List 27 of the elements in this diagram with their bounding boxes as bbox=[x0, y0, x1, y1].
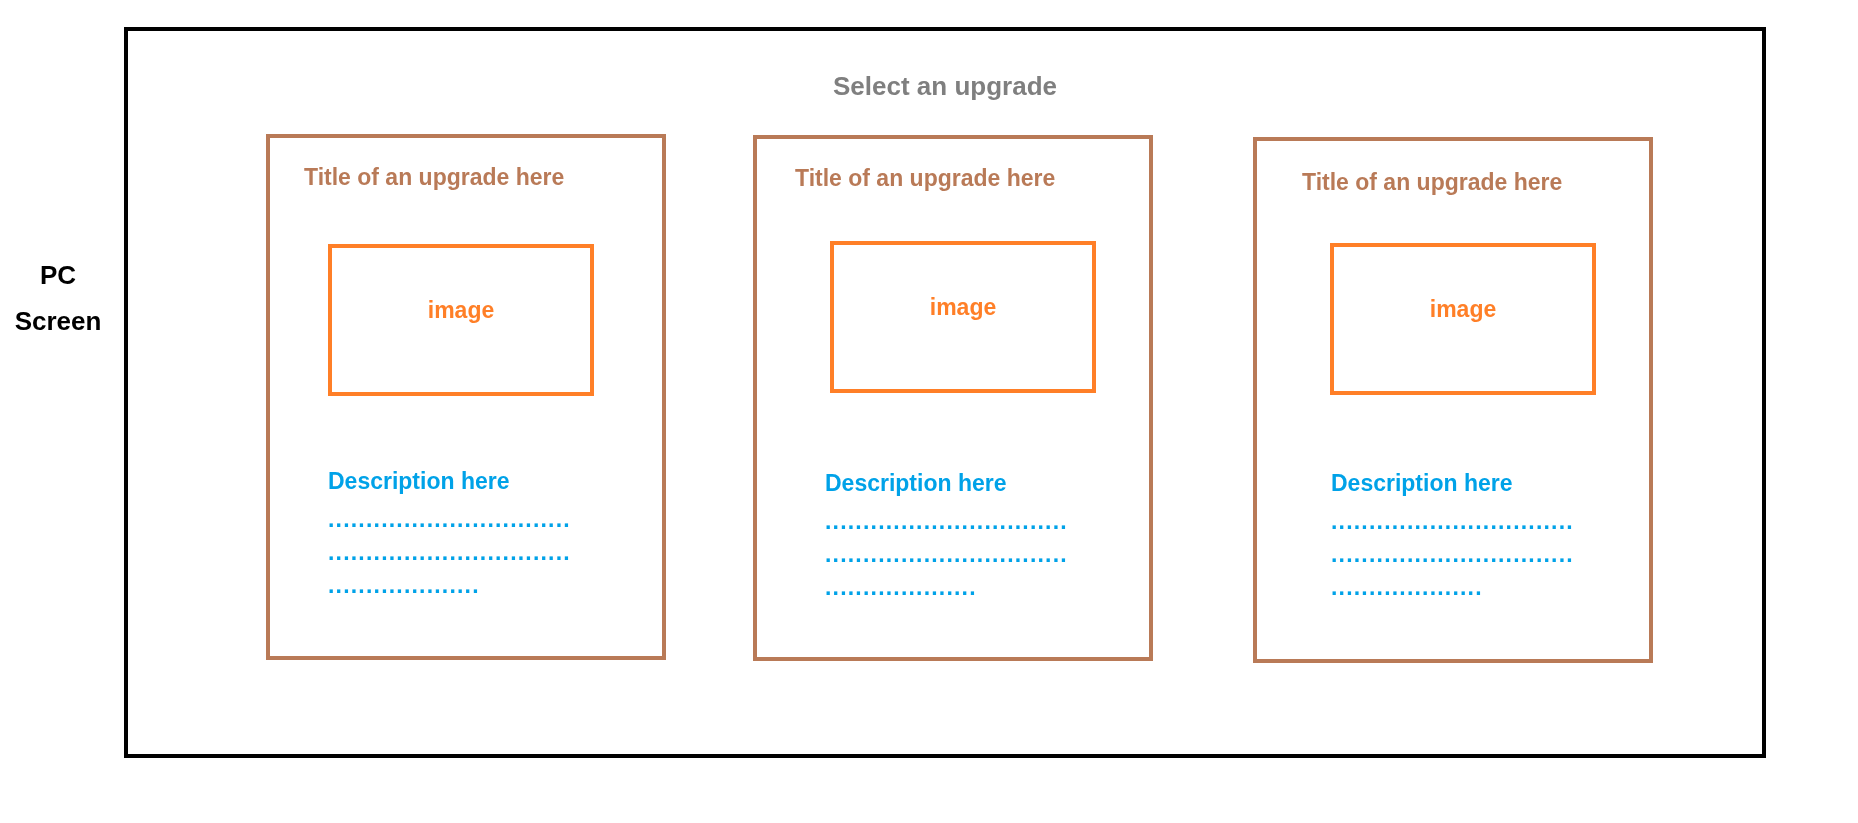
placeholder-dots: .................... bbox=[328, 572, 480, 599]
description-heading: Description here bbox=[328, 468, 510, 495]
placeholder-dots: .................... bbox=[825, 574, 977, 601]
image-area bbox=[1330, 243, 1596, 395]
image-area bbox=[328, 244, 594, 396]
screen-frame bbox=[124, 27, 1766, 758]
placeholder-dots: ................................ bbox=[328, 539, 571, 566]
upgrade-card bbox=[266, 134, 666, 660]
placeholder-dots: ................................ bbox=[1331, 508, 1574, 535]
placeholder-dots: ................................ bbox=[328, 506, 571, 533]
image-caption: image bbox=[929, 293, 997, 321]
placeholder-dots: .................... bbox=[1331, 574, 1483, 601]
image-area bbox=[830, 241, 1096, 393]
image-caption: image bbox=[427, 296, 495, 324]
card-title: Title of an upgrade here bbox=[1302, 169, 1563, 196]
placeholder-dots: ................................ bbox=[1331, 541, 1574, 568]
screen-heading: Select an upgrade bbox=[833, 71, 1057, 102]
upgrade-card bbox=[753, 135, 1153, 661]
card-title: Title of an upgrade here bbox=[795, 165, 1056, 192]
upgrade-card bbox=[1253, 137, 1653, 663]
placeholder-dots: ................................ bbox=[825, 541, 1068, 568]
card-title: Title of an upgrade here bbox=[304, 164, 565, 191]
description-heading: Description here bbox=[825, 470, 1007, 497]
screen-label: PC Screen bbox=[13, 259, 103, 338]
description-heading: Description here bbox=[1331, 470, 1513, 497]
placeholder-dots: ................................ bbox=[825, 508, 1068, 535]
image-caption: image bbox=[1429, 295, 1497, 323]
